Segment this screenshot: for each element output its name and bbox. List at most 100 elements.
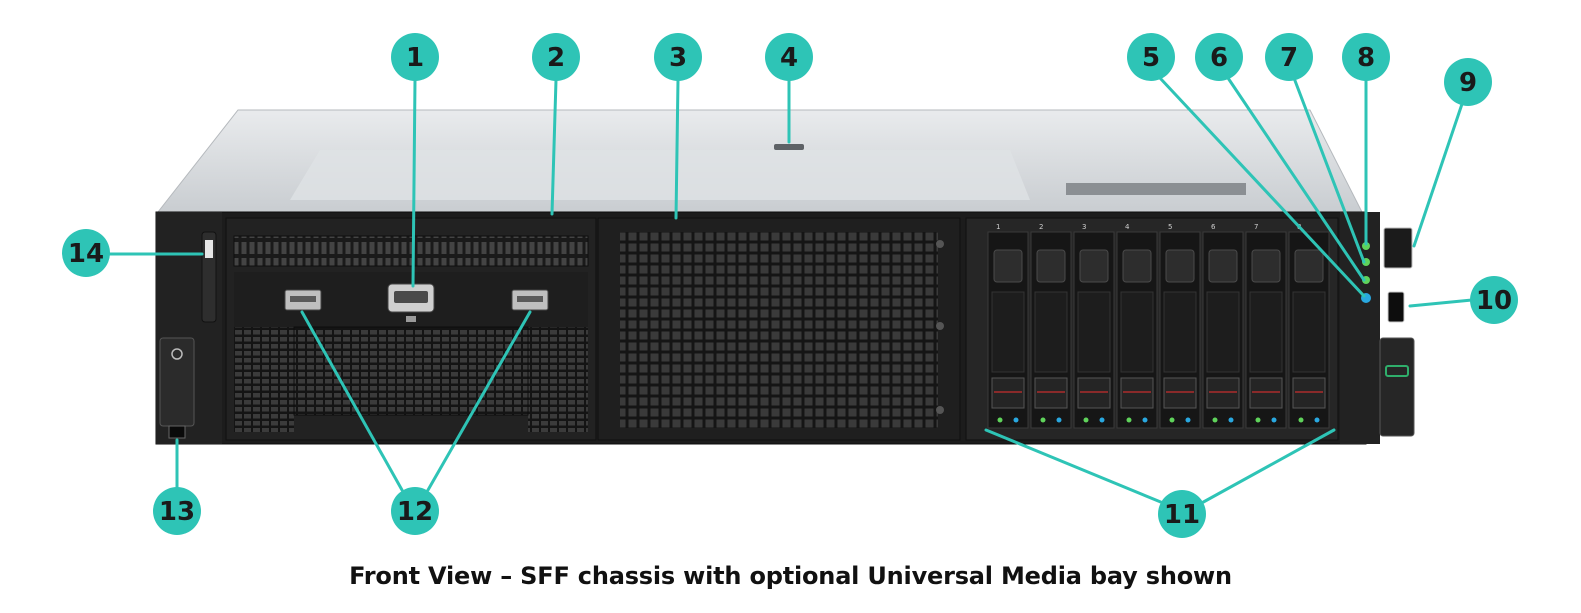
ilo-service-port: [168, 425, 186, 439]
leader-12b: [426, 310, 532, 492]
chassis-top-panel: [290, 150, 1030, 200]
callout-2-label: 2: [547, 43, 565, 73]
leader-3: [674, 78, 680, 220]
callout-2: 2: [532, 33, 580, 81]
usb-port-right-slot: [517, 296, 543, 302]
hpe-logo-icon: [171, 348, 183, 360]
drive-carrier-handle-top: [1122, 249, 1152, 283]
callout-3-label: 3: [669, 43, 687, 73]
drive-carrier-face: [1206, 291, 1240, 373]
callout-3: 3: [654, 33, 702, 81]
drive-status-led: [1142, 417, 1148, 423]
drive-carrier-face: [1163, 291, 1197, 373]
leader-6: [1226, 76, 1366, 282]
leader-5: [1158, 76, 1366, 298]
usb3-port-right-ear: [1387, 291, 1405, 323]
callout-13: 13: [153, 487, 201, 535]
drive-bay: 7: [1245, 223, 1287, 429]
callout-14: 14: [62, 229, 110, 277]
callout-4-label: 4: [780, 43, 798, 73]
drive-carrier-handle-top: [1208, 249, 1238, 283]
callout-12-label: 12: [397, 497, 433, 527]
chassis-label-plate: [1066, 183, 1246, 195]
drive-status-led: [1314, 417, 1320, 423]
drive-status-led: [1013, 417, 1019, 423]
ilo-service-usb-port: [1383, 227, 1413, 269]
callout-14-label: 14: [68, 239, 104, 269]
drive-status-led: [1185, 417, 1191, 423]
drive-carrier-handle-top: [993, 249, 1023, 283]
drive-bay: 1: [987, 223, 1029, 429]
callout-6-label: 6: [1210, 43, 1228, 73]
vent-screw-3: [936, 406, 944, 414]
drive-activity-led: [1083, 417, 1089, 423]
callout-10-label: 10: [1476, 286, 1512, 316]
drive-carrier-face: [1077, 291, 1111, 373]
drive-bay: 2: [1030, 223, 1072, 429]
callout-7: 7: [1265, 33, 1313, 81]
drive-bay-number: 3: [1082, 223, 1086, 231]
display-port-icon: [406, 316, 416, 322]
right-rack-ear: [1340, 212, 1380, 444]
drive-carrier-face: [1292, 291, 1326, 373]
drive-bay-number: 7: [1254, 223, 1258, 231]
leader-2: [550, 78, 558, 216]
left-ear-label-card: [159, 337, 195, 427]
leader-11b: [1196, 428, 1336, 507]
drive-bay: 3: [1073, 223, 1115, 429]
callout-7-label: 7: [1280, 43, 1298, 73]
callout-1-label: 1: [406, 43, 424, 73]
display-port-inner: [394, 291, 428, 303]
drive-bay-number: 6: [1211, 223, 1216, 231]
drive-activity-led: [1126, 417, 1132, 423]
drive-activity-led: [1298, 417, 1304, 423]
leader-lines: [106, 76, 1474, 507]
leader-12a: [300, 310, 404, 492]
leader-7: [1292, 76, 1366, 264]
vent-screw-2: [936, 322, 944, 330]
cover-latch: [774, 144, 804, 150]
callout-4: 4: [765, 33, 813, 81]
usb-port-left-slot: [290, 296, 316, 302]
drive-activity-led: [1255, 417, 1261, 423]
drive-bay: 4: [1116, 223, 1158, 429]
callout-5-label: 5: [1142, 43, 1160, 73]
figure-caption: Front View – SFF chassis with optional U…: [349, 562, 1232, 590]
vent-screw-1: [936, 240, 944, 248]
drive-carrier-handle-top: [1036, 249, 1066, 283]
leader-10: [1408, 298, 1474, 308]
drive-status-led: [1228, 417, 1234, 423]
callout-11: 11: [1158, 490, 1206, 538]
drive-bay-number: 1: [996, 223, 1000, 231]
drive-activity-led: [1169, 417, 1175, 423]
callouts: 1 2 3 4 5 6 7 8 9 10 11 12 13 14: [62, 33, 1518, 538]
callout-11-label: 11: [1164, 500, 1200, 530]
drive-carrier-handle-top: [1165, 249, 1195, 283]
drive-bay: 5: [1159, 223, 1201, 429]
drive-carrier-face: [1034, 291, 1068, 373]
leader-11a: [984, 428, 1170, 507]
drive-bay: 6: [1202, 223, 1244, 429]
drive-carrier-handle-top: [1079, 249, 1109, 283]
drive-status-led: [1099, 417, 1105, 423]
callout-8-label: 8: [1357, 43, 1375, 73]
media-bay-vent-right: [528, 327, 588, 432]
drive-activity-led: [997, 417, 1003, 423]
callout-1: 1: [391, 33, 439, 81]
drive-carrier-handle-top: [1294, 249, 1324, 283]
drive-carrier-face: [991, 291, 1025, 373]
label-tab-white: [205, 240, 213, 258]
media-bay-vent-center: [293, 326, 529, 416]
leader-1: [411, 78, 417, 288]
optical-drive-bay: [233, 235, 589, 267]
drive-carrier-handle-top: [1251, 249, 1281, 283]
callout-5: 5: [1127, 33, 1175, 81]
drive-bay-number: 2: [1039, 223, 1043, 231]
model-badge: [1379, 337, 1415, 437]
callout-12: 12: [391, 487, 439, 535]
callout-9-label: 9: [1459, 68, 1477, 98]
drive-carrier-face: [1249, 291, 1283, 373]
